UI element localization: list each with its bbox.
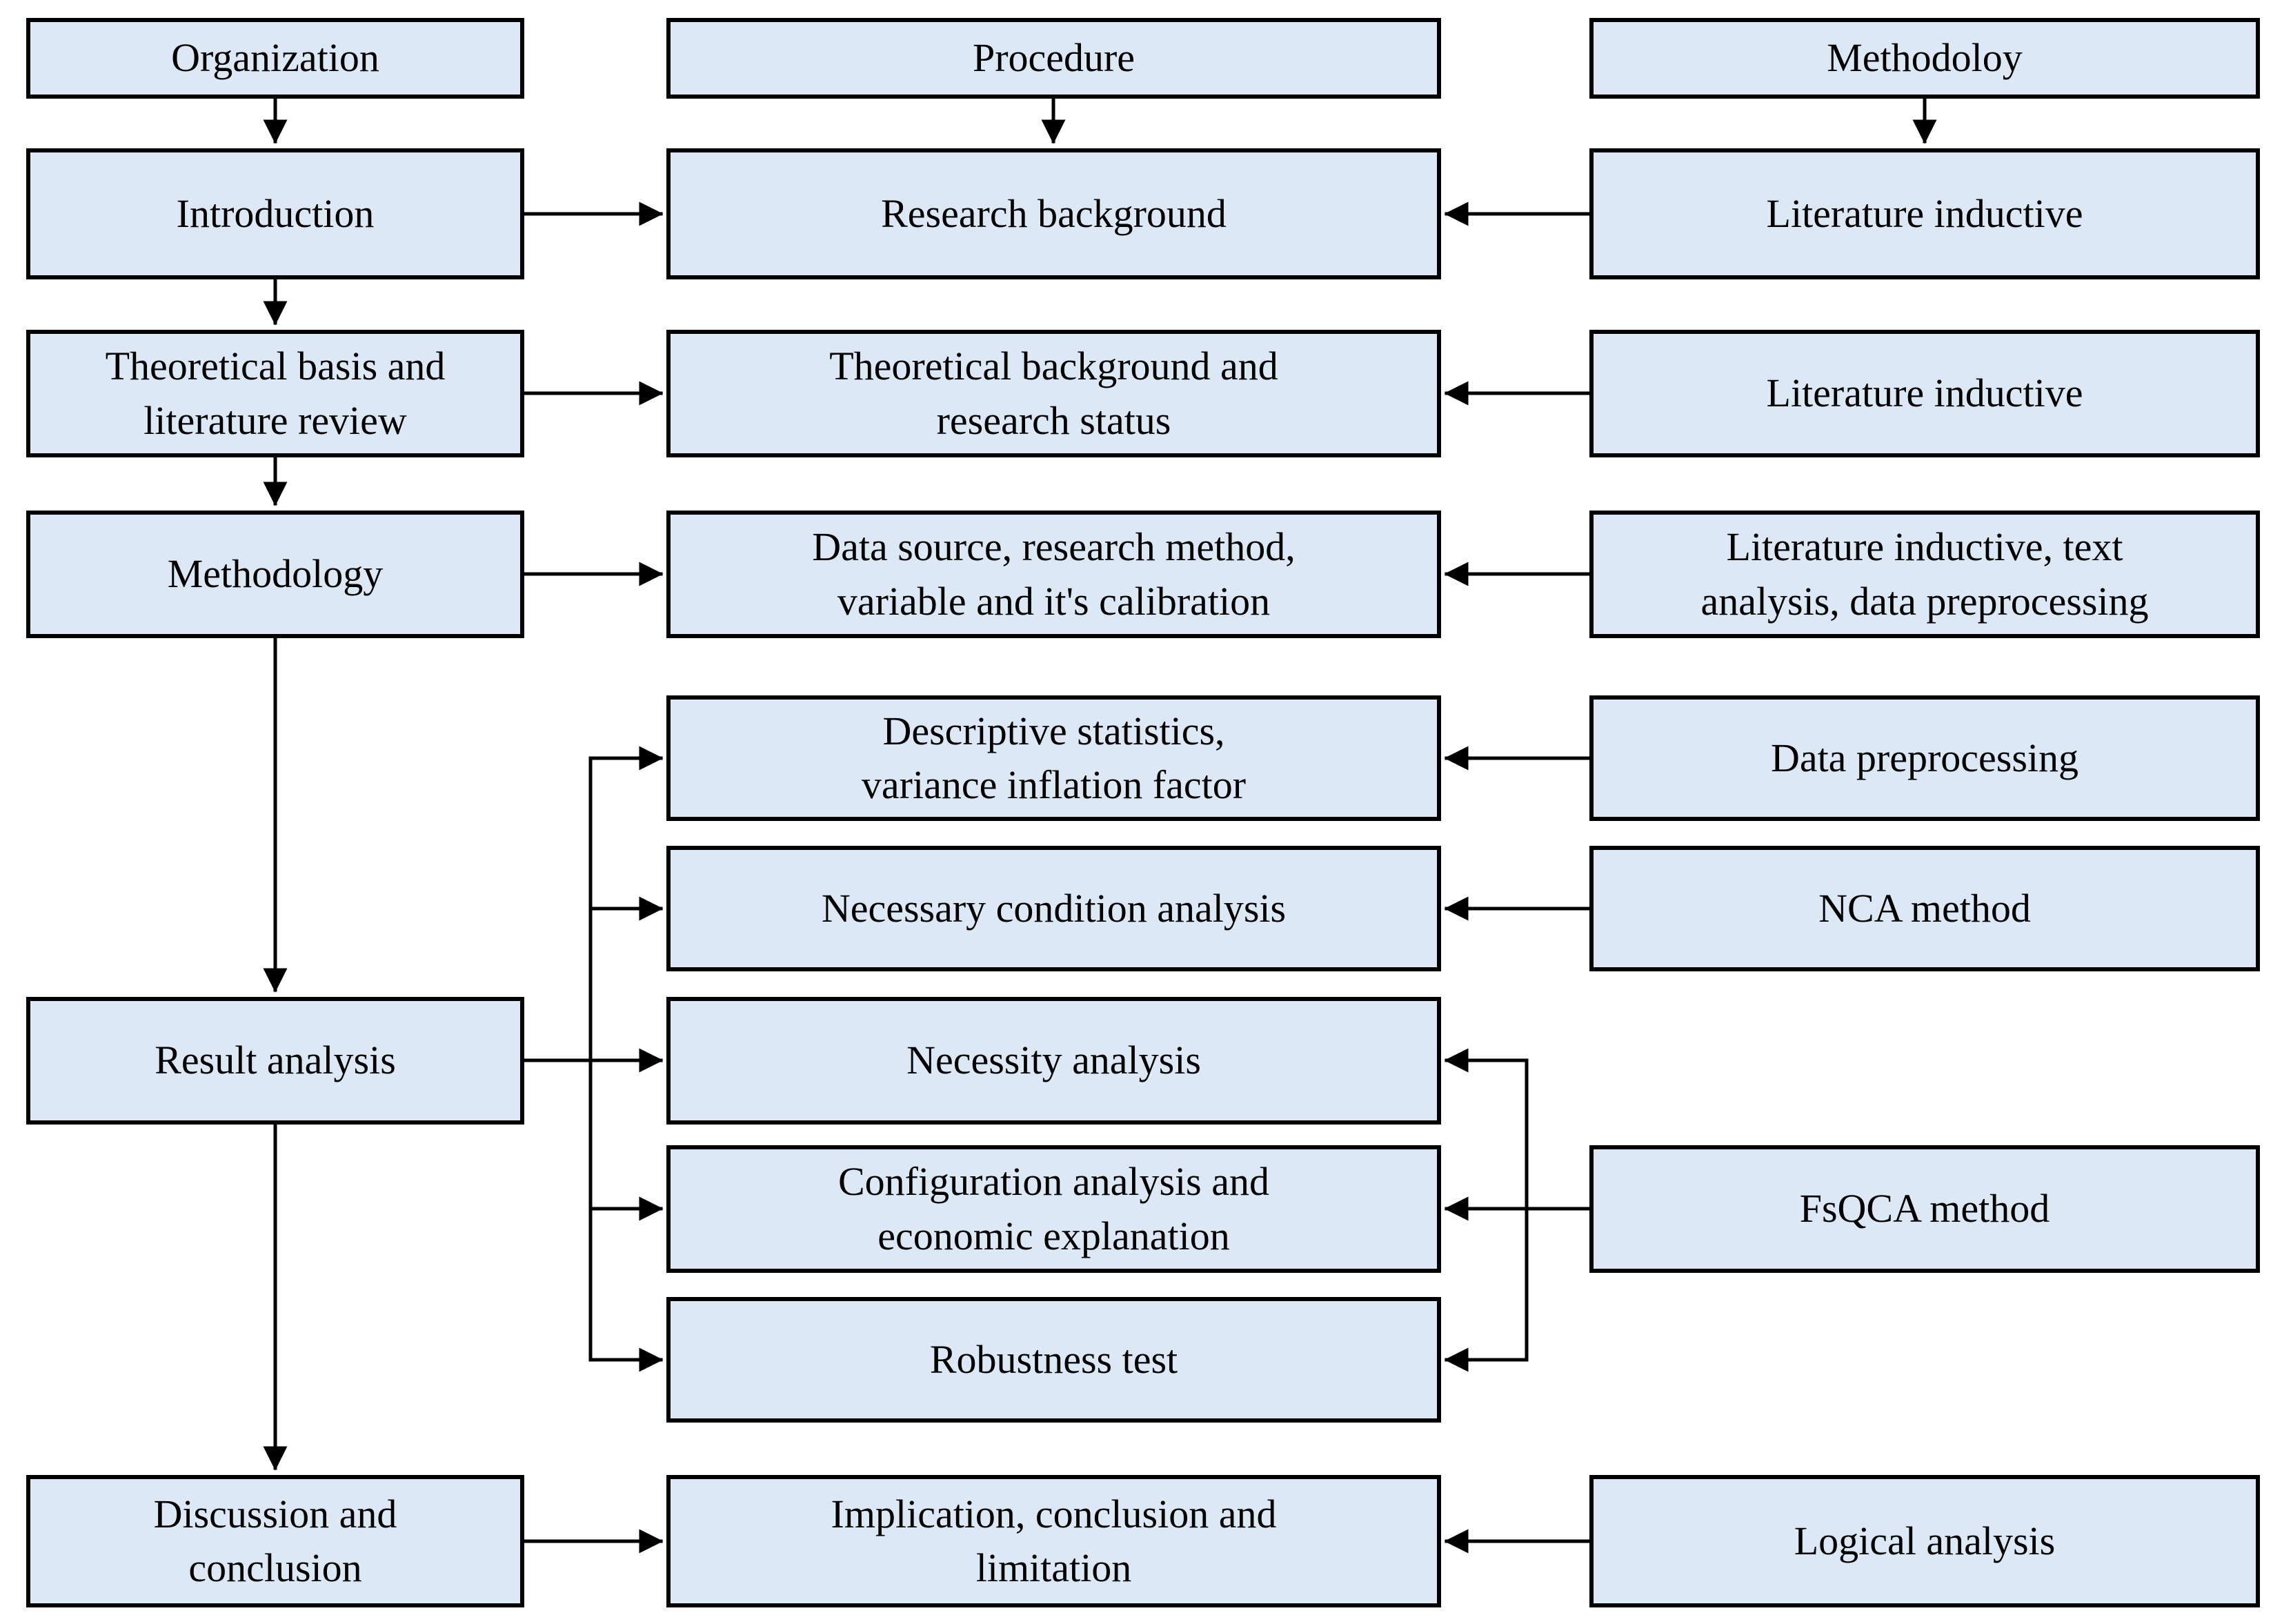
node-literature-inductive-1: Literature inductive xyxy=(1589,148,2260,279)
node-theoretical-basis: Theoretical basis and literature review xyxy=(26,330,524,457)
node-nca-method: NCA method xyxy=(1589,846,2260,971)
node-research-background: Research background xyxy=(666,148,1441,279)
node-data-source: Data source, research method, variable a… xyxy=(666,511,1441,638)
node-methodology: Methodology xyxy=(26,511,524,638)
header-methodoloy: Methodoloy xyxy=(1589,18,2260,99)
node-implication-conclusion: Implication, conclusion and limitation xyxy=(666,1475,1441,1607)
node-logical-analysis: Logical analysis xyxy=(1589,1475,2260,1607)
node-fsqca-method: FsQCA method xyxy=(1589,1145,2260,1273)
node-introduction: Introduction xyxy=(26,148,524,279)
header-procedure: Procedure xyxy=(666,18,1441,99)
node-descriptive-statistics: Descriptive statistics, variance inflati… xyxy=(666,695,1441,821)
node-theoretical-background: Theoretical background and research stat… xyxy=(666,330,1441,457)
node-result-analysis: Result analysis xyxy=(26,997,524,1125)
node-discussion-conclusion: Discussion and conclusion xyxy=(26,1475,524,1607)
node-literature-inductive-text-analysis: Literature inductive, text analysis, dat… xyxy=(1589,511,2260,638)
node-necessary-condition-analysis: Necessary condition analysis xyxy=(666,846,1441,971)
node-robustness-test: Robustness test xyxy=(666,1297,1441,1423)
node-necessity-analysis: Necessity analysis xyxy=(666,997,1441,1125)
node-literature-inductive-2: Literature inductive xyxy=(1589,330,2260,457)
node-configuration-analysis: Configuration analysis and economic expl… xyxy=(666,1145,1441,1273)
node-data-preprocessing: Data preprocessing xyxy=(1589,695,2260,821)
header-organization: Organization xyxy=(26,18,524,99)
